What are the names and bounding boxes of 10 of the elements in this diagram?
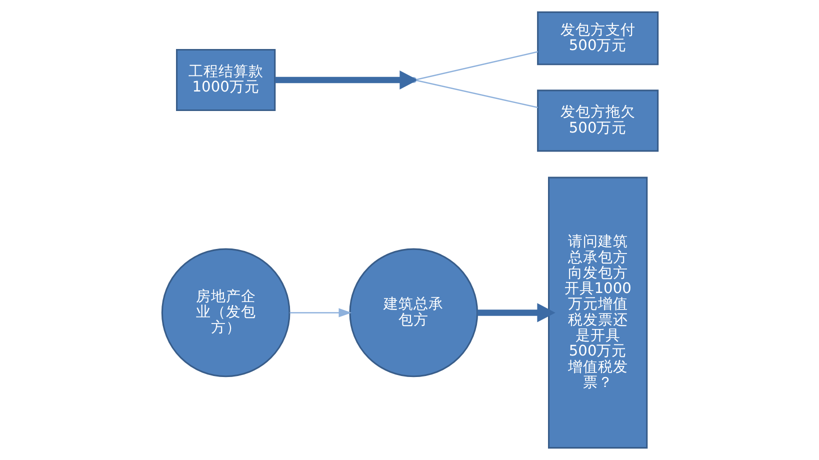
node-box: 请问建筑总承包方向发包方开具1000万元增值税发票还是开具500万元增值税发票？ [548,176,648,449]
node-circle: 房地产企业（发包方） [160,248,290,378]
node-box: 工程结算款1000万元 [176,48,276,112]
node-circle: 建筑总承包方 [348,248,478,378]
connector [416,51,538,80]
node-box: 发包方拖欠500万元 [536,90,658,152]
connector [416,80,538,108]
node-box: 发包方支付500万元 [536,11,658,66]
arrow [476,303,555,322]
arrow [289,308,352,318]
